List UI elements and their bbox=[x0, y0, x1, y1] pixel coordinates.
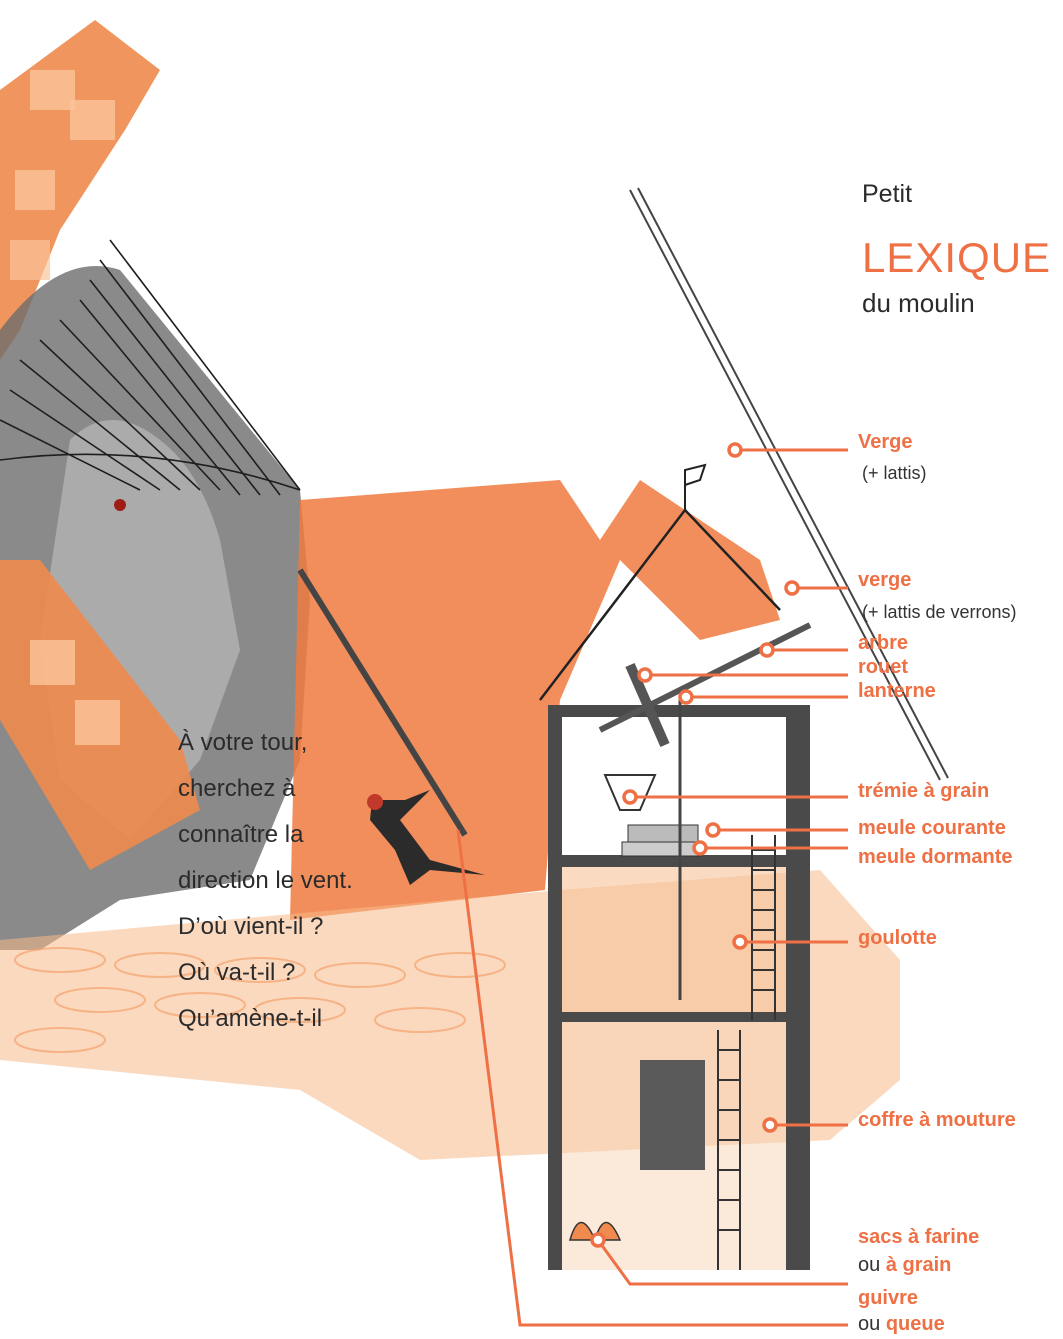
title-du-moulin: du moulin bbox=[862, 288, 975, 319]
label-guivre: guivre bbox=[858, 1286, 918, 1310]
label-sacs-alt: ou à grain bbox=[858, 1253, 951, 1277]
orange-wash bbox=[290, 480, 780, 920]
label-verge-2-note: (+ lattis de verrons) bbox=[862, 602, 1017, 623]
label-tremie: trémie à grain bbox=[858, 779, 989, 803]
prompt-line: direction le vent. bbox=[178, 858, 353, 904]
prompt-line: cherchez à bbox=[178, 766, 353, 812]
label-guivre-alt: ou queue bbox=[858, 1312, 945, 1336]
label-meule-dormante: meule dormante bbox=[858, 845, 1012, 869]
label-lanterne: lanterne bbox=[858, 679, 936, 703]
prompt-line: Qu’amène-t-il bbox=[178, 996, 353, 1042]
label-verge-2: verge bbox=[858, 568, 911, 592]
label-verge: Verge bbox=[858, 430, 912, 454]
label-verge-note: (+ lattis) bbox=[862, 463, 927, 484]
label-arbre: arbre bbox=[858, 631, 908, 655]
prompt-text: À votre tour, cherchez à connaître la di… bbox=[178, 720, 353, 1042]
label-guivre-alt-term: queue bbox=[886, 1313, 945, 1335]
title-lexique: LEXIQUE bbox=[862, 234, 1051, 282]
label-meule-courante: meule courante bbox=[858, 816, 1006, 840]
prompt-line: D’où vient-il ? bbox=[178, 904, 353, 950]
mill-cross-section bbox=[548, 700, 810, 1270]
label-sacs: sacs à farine bbox=[858, 1225, 979, 1249]
label-sacs-alt-term: à grain bbox=[886, 1254, 952, 1276]
label-goulotte: goulotte bbox=[858, 926, 937, 950]
label-sacs-ou: ou bbox=[858, 1254, 880, 1276]
label-coffre: coffre à mouture bbox=[858, 1108, 1016, 1132]
title-petit: Petit bbox=[862, 180, 912, 209]
prompt-line: connaître la bbox=[178, 812, 353, 858]
prompt-line: Où va-t-il ? bbox=[178, 950, 353, 996]
prompt-line: À votre tour, bbox=[178, 720, 353, 766]
label-guivre-ou: ou bbox=[858, 1313, 880, 1335]
label-rouet: rouet bbox=[858, 655, 908, 679]
